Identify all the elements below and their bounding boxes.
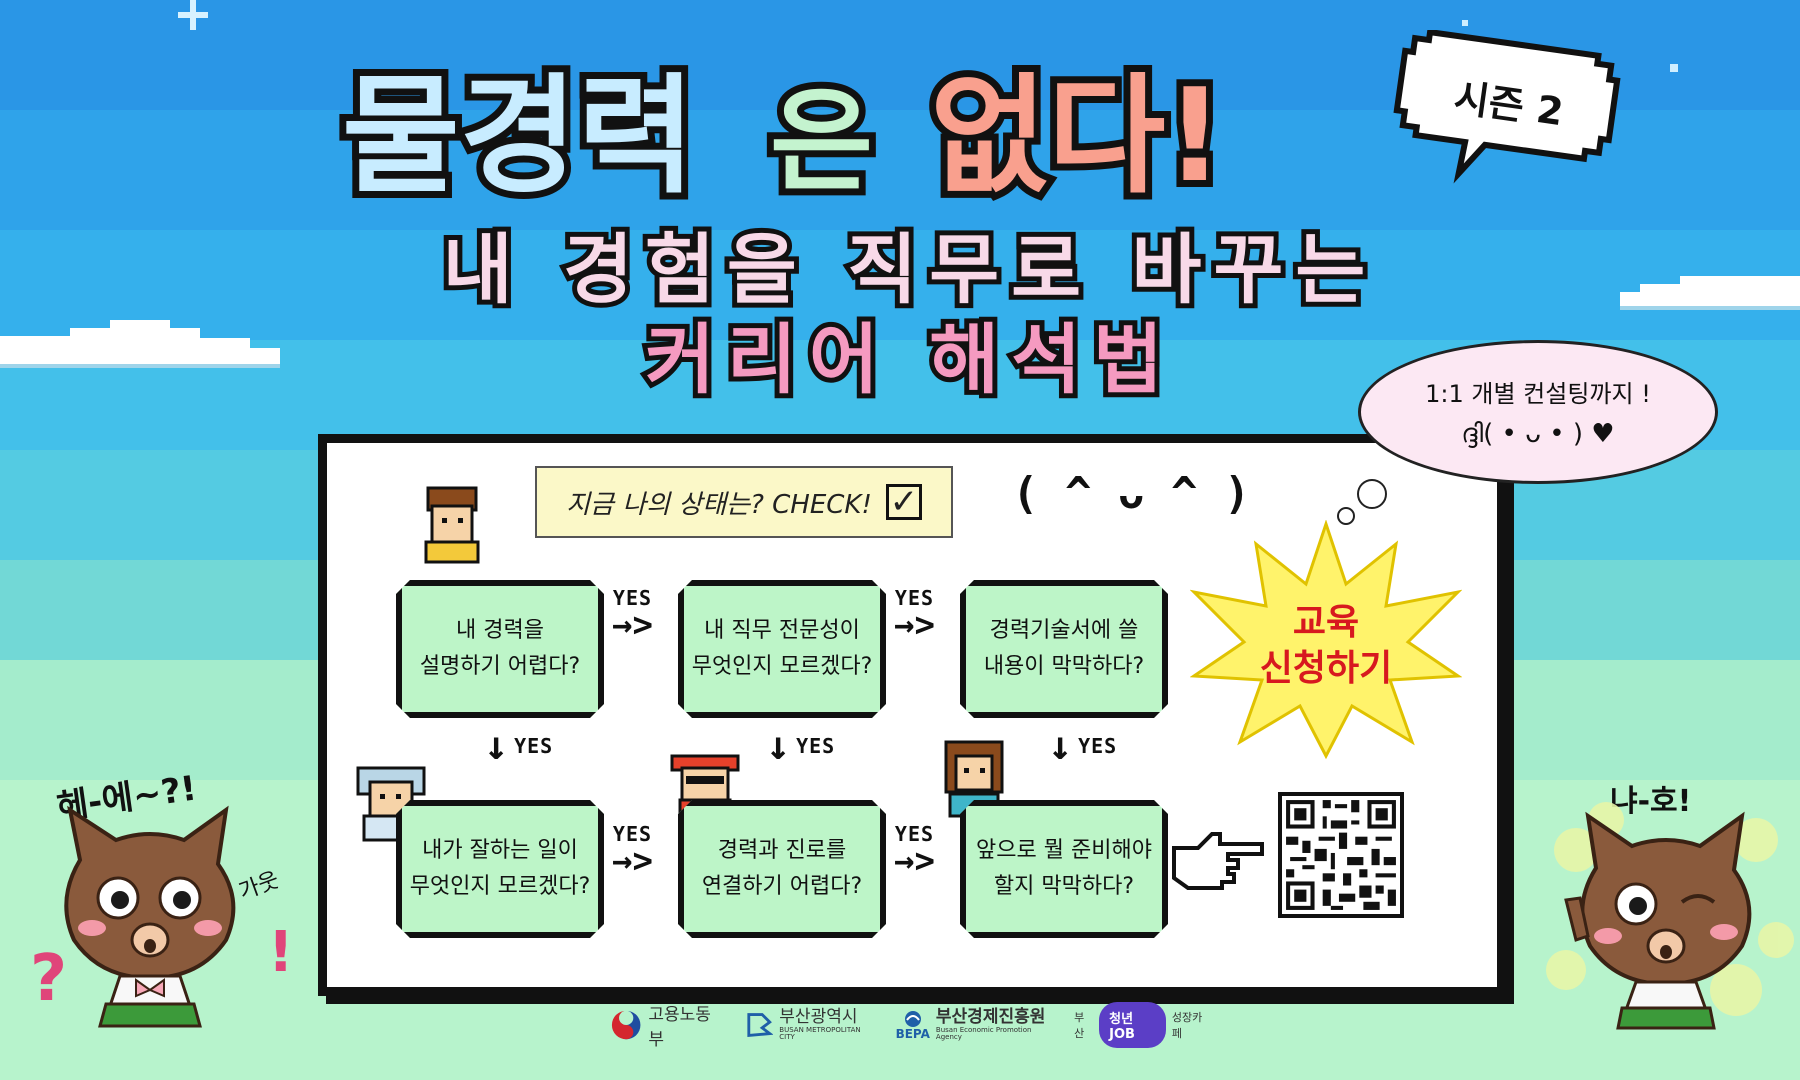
subtitle-line-2: 커리어 해석법 xyxy=(645,315,1175,404)
busan-logo-icon xyxy=(747,1013,774,1038)
flow-arrow-2-5: ↓YES xyxy=(766,723,836,769)
taegeuk-icon xyxy=(611,1010,641,1040)
season-badge: 시즌 2 xyxy=(1393,30,1621,184)
qr-code[interactable] xyxy=(1278,792,1404,918)
right-mascot-cat xyxy=(1546,802,1794,1030)
sparkle-icon xyxy=(1462,20,1468,26)
left-mascot-question: ? xyxy=(30,942,68,1016)
sparkle-icon xyxy=(1670,64,1678,72)
consult-bubble: 1:1 개별 컨설팅까지 ! ദ്ദി( • ᴗ • ) ♥ xyxy=(1358,340,1718,484)
thought-dots xyxy=(1337,479,1387,525)
title-part-1: 물경력 xyxy=(342,62,695,210)
flow-arrow-1-4: ↓YES xyxy=(484,723,554,769)
check-label-box: 지금 나의 상태는? CHECK! ✓ xyxy=(535,466,953,538)
flow-arrow-1-2: YES→> xyxy=(612,586,653,645)
checkbox-tick-icon: ✓ xyxy=(885,484,922,520)
flow-arrow-3-6: ↓YES xyxy=(1048,723,1118,769)
flow-arrow-5-6: YES→> xyxy=(894,822,935,881)
bepa-logo-icon xyxy=(904,1011,921,1027)
title-part-2: 은 xyxy=(770,77,873,207)
left-mascot-bang: ! xyxy=(268,920,294,985)
flow-arrow-2-3: YES→> xyxy=(894,586,935,645)
subtitle: 내 경험을 직무로 바꾸는 커리어 해석법 xyxy=(380,218,1440,409)
right-mascot-exclaim: 냐-호! xyxy=(1610,784,1692,819)
left-mascot-cat xyxy=(64,805,236,1028)
pointing-hand-icon xyxy=(1172,832,1264,890)
logo-bepa: BEPA 부산경제진흥원 Busan Economic Promotion Ag… xyxy=(895,1006,1046,1042)
cloud-right xyxy=(1620,276,1800,310)
cta-line-2[interactable]: 신청하기 xyxy=(1260,648,1392,689)
flow-node-3: 경력기술서에 쓸 내용이 막막하다? xyxy=(960,580,1168,718)
subtitle-line-1: 내 경험을 직무로 바꾸는 xyxy=(443,225,1378,314)
cloud-left xyxy=(0,320,280,368)
check-label: 지금 나의 상태는? CHECK! xyxy=(566,489,872,520)
flow-node-6: 앞으로 뭘 준비해야 할지 막막하다? xyxy=(960,800,1168,938)
flow-node-2: 내 직무 전문성이 무엇인지 모르겠다? xyxy=(678,580,886,718)
flow-arrow-4-5: YES→> xyxy=(612,822,653,881)
consult-line-2: ദ്ദി( • ᴗ • ) ♥ xyxy=(1461,419,1615,449)
sponsor-logos: 고용노동부 부산광역시 BUSAN METROPOLITAN CITY BEPA… xyxy=(610,1000,1210,1050)
logo-moel: 고용노동부 xyxy=(610,1000,723,1050)
consult-line-1: 1:1 개별 컨설팅까지 ! xyxy=(1425,380,1651,408)
cta-apply-button[interactable]: 교육 신청하기 xyxy=(1190,520,1462,760)
sparkle-icon xyxy=(178,0,208,30)
logo-youth-job-cafe: 부산 청년JOB 성장카페 xyxy=(1074,1002,1210,1048)
pixel-character-1 xyxy=(424,486,480,564)
cta-line-1[interactable]: 교육 xyxy=(1293,602,1359,643)
logo-busan: 부산광역시 BUSAN METROPOLITAN CITY xyxy=(745,1008,874,1042)
flow-node-4: 내가 잘하는 일이 무엇인지 모르겠다? xyxy=(396,800,604,938)
flow-node-1: 내 경력을 설명하기 어렵다? xyxy=(396,580,604,718)
flow-node-5: 경력과 진로를 연결하기 어렵다? xyxy=(678,800,886,938)
main-title: 물경력 은 없다! xyxy=(330,40,1330,218)
cat-face-doodle: ( ^ ᴗ ^ ) xyxy=(1012,468,1251,519)
title-part-3: 없다! xyxy=(930,62,1224,210)
